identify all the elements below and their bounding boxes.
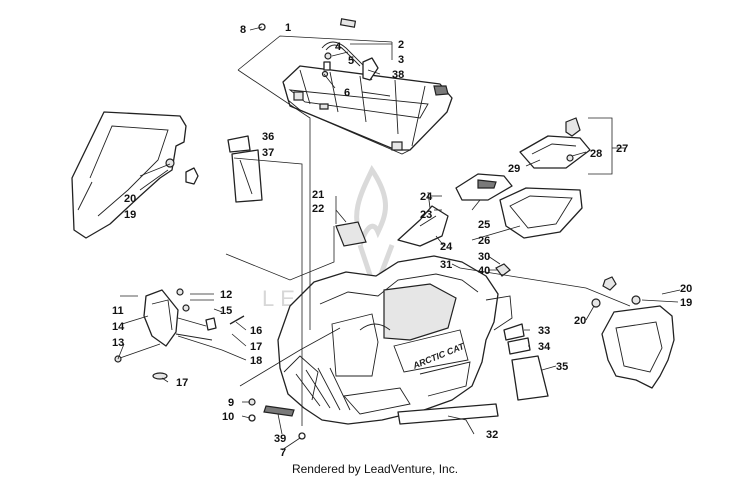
callout-19: 19 — [124, 209, 136, 221]
callout-30: 30 — [478, 251, 490, 263]
callout-4: 4 — [335, 41, 342, 53]
callout-5: 5 — [348, 55, 354, 67]
storage-box[interactable] — [455, 117, 591, 239]
callout-21: 21 — [312, 189, 324, 201]
right-fender-panel[interactable] — [591, 276, 675, 389]
callout-20: 20 — [124, 193, 136, 205]
callout-40: 40 — [478, 265, 490, 277]
callout-37: 37 — [262, 147, 274, 159]
callout-17: 17 — [250, 341, 262, 353]
callout-6: 6 — [344, 87, 350, 99]
callout-39: 39 — [274, 433, 286, 445]
callout-16: 16 — [250, 325, 262, 337]
footer-credit: Rendered by LeadVenture, Inc. — [291, 462, 459, 476]
callout-15: 15 — [220, 305, 232, 317]
callout-labels: 1 2 3 4 5 6 7 8 9 10 11 12 13 14 15 16 1… — [112, 22, 692, 459]
leader-lines — [117, 26, 681, 451]
callout-7: 7 — [280, 447, 286, 459]
left-reflector[interactable] — [114, 288, 245, 380]
callout-9: 9 — [228, 397, 234, 409]
callout-1: 1 — [285, 22, 291, 34]
lower-parts — [248, 263, 511, 440]
callout-10: 10 — [222, 411, 234, 423]
access-cover[interactable] — [335, 191, 449, 247]
callout-32: 32 — [486, 429, 498, 441]
callout-12: 12 — [220, 289, 232, 301]
callout-29: 29 — [508, 163, 520, 175]
callout-34: 34 — [538, 341, 551, 353]
rear-rack[interactable] — [282, 41, 453, 155]
callout-20-right: 20 — [680, 283, 692, 295]
callout-31: 31 — [440, 259, 452, 271]
callout-35: 35 — [556, 361, 568, 373]
right-decals — [503, 323, 549, 401]
callout-22: 22 — [312, 203, 324, 215]
callout-33: 33 — [538, 325, 550, 337]
callout-18: 18 — [250, 355, 262, 367]
callout-27: 27 — [616, 143, 628, 155]
callout-23: 23 — [420, 209, 432, 221]
callout-19-right: 19 — [680, 297, 692, 309]
callout-36: 36 — [262, 131, 274, 143]
callout-14: 14 — [112, 321, 125, 333]
callout-24: 24 — [420, 191, 433, 203]
rack-hardware — [258, 18, 449, 110]
callout-17-lower: 17 — [176, 377, 188, 389]
callout-25: 25 — [478, 219, 490, 231]
callout-13: 13 — [112, 337, 124, 349]
callout-8: 8 — [240, 24, 246, 36]
callout-26: 26 — [478, 235, 490, 247]
callout-2: 2 — [398, 39, 404, 51]
callout-11: 11 — [112, 305, 124, 317]
callout-3: 3 — [398, 54, 404, 66]
callout-24-lower: 24 — [440, 241, 453, 253]
callout-28: 28 — [590, 148, 602, 160]
front-body-panel[interactable]: ARCTIC CAT — [277, 255, 513, 425]
left-fender-panel[interactable] — [71, 111, 199, 239]
callout-20-right-lower: 20 — [574, 315, 586, 327]
left-decals — [227, 135, 263, 203]
callout-38: 38 — [392, 69, 404, 81]
